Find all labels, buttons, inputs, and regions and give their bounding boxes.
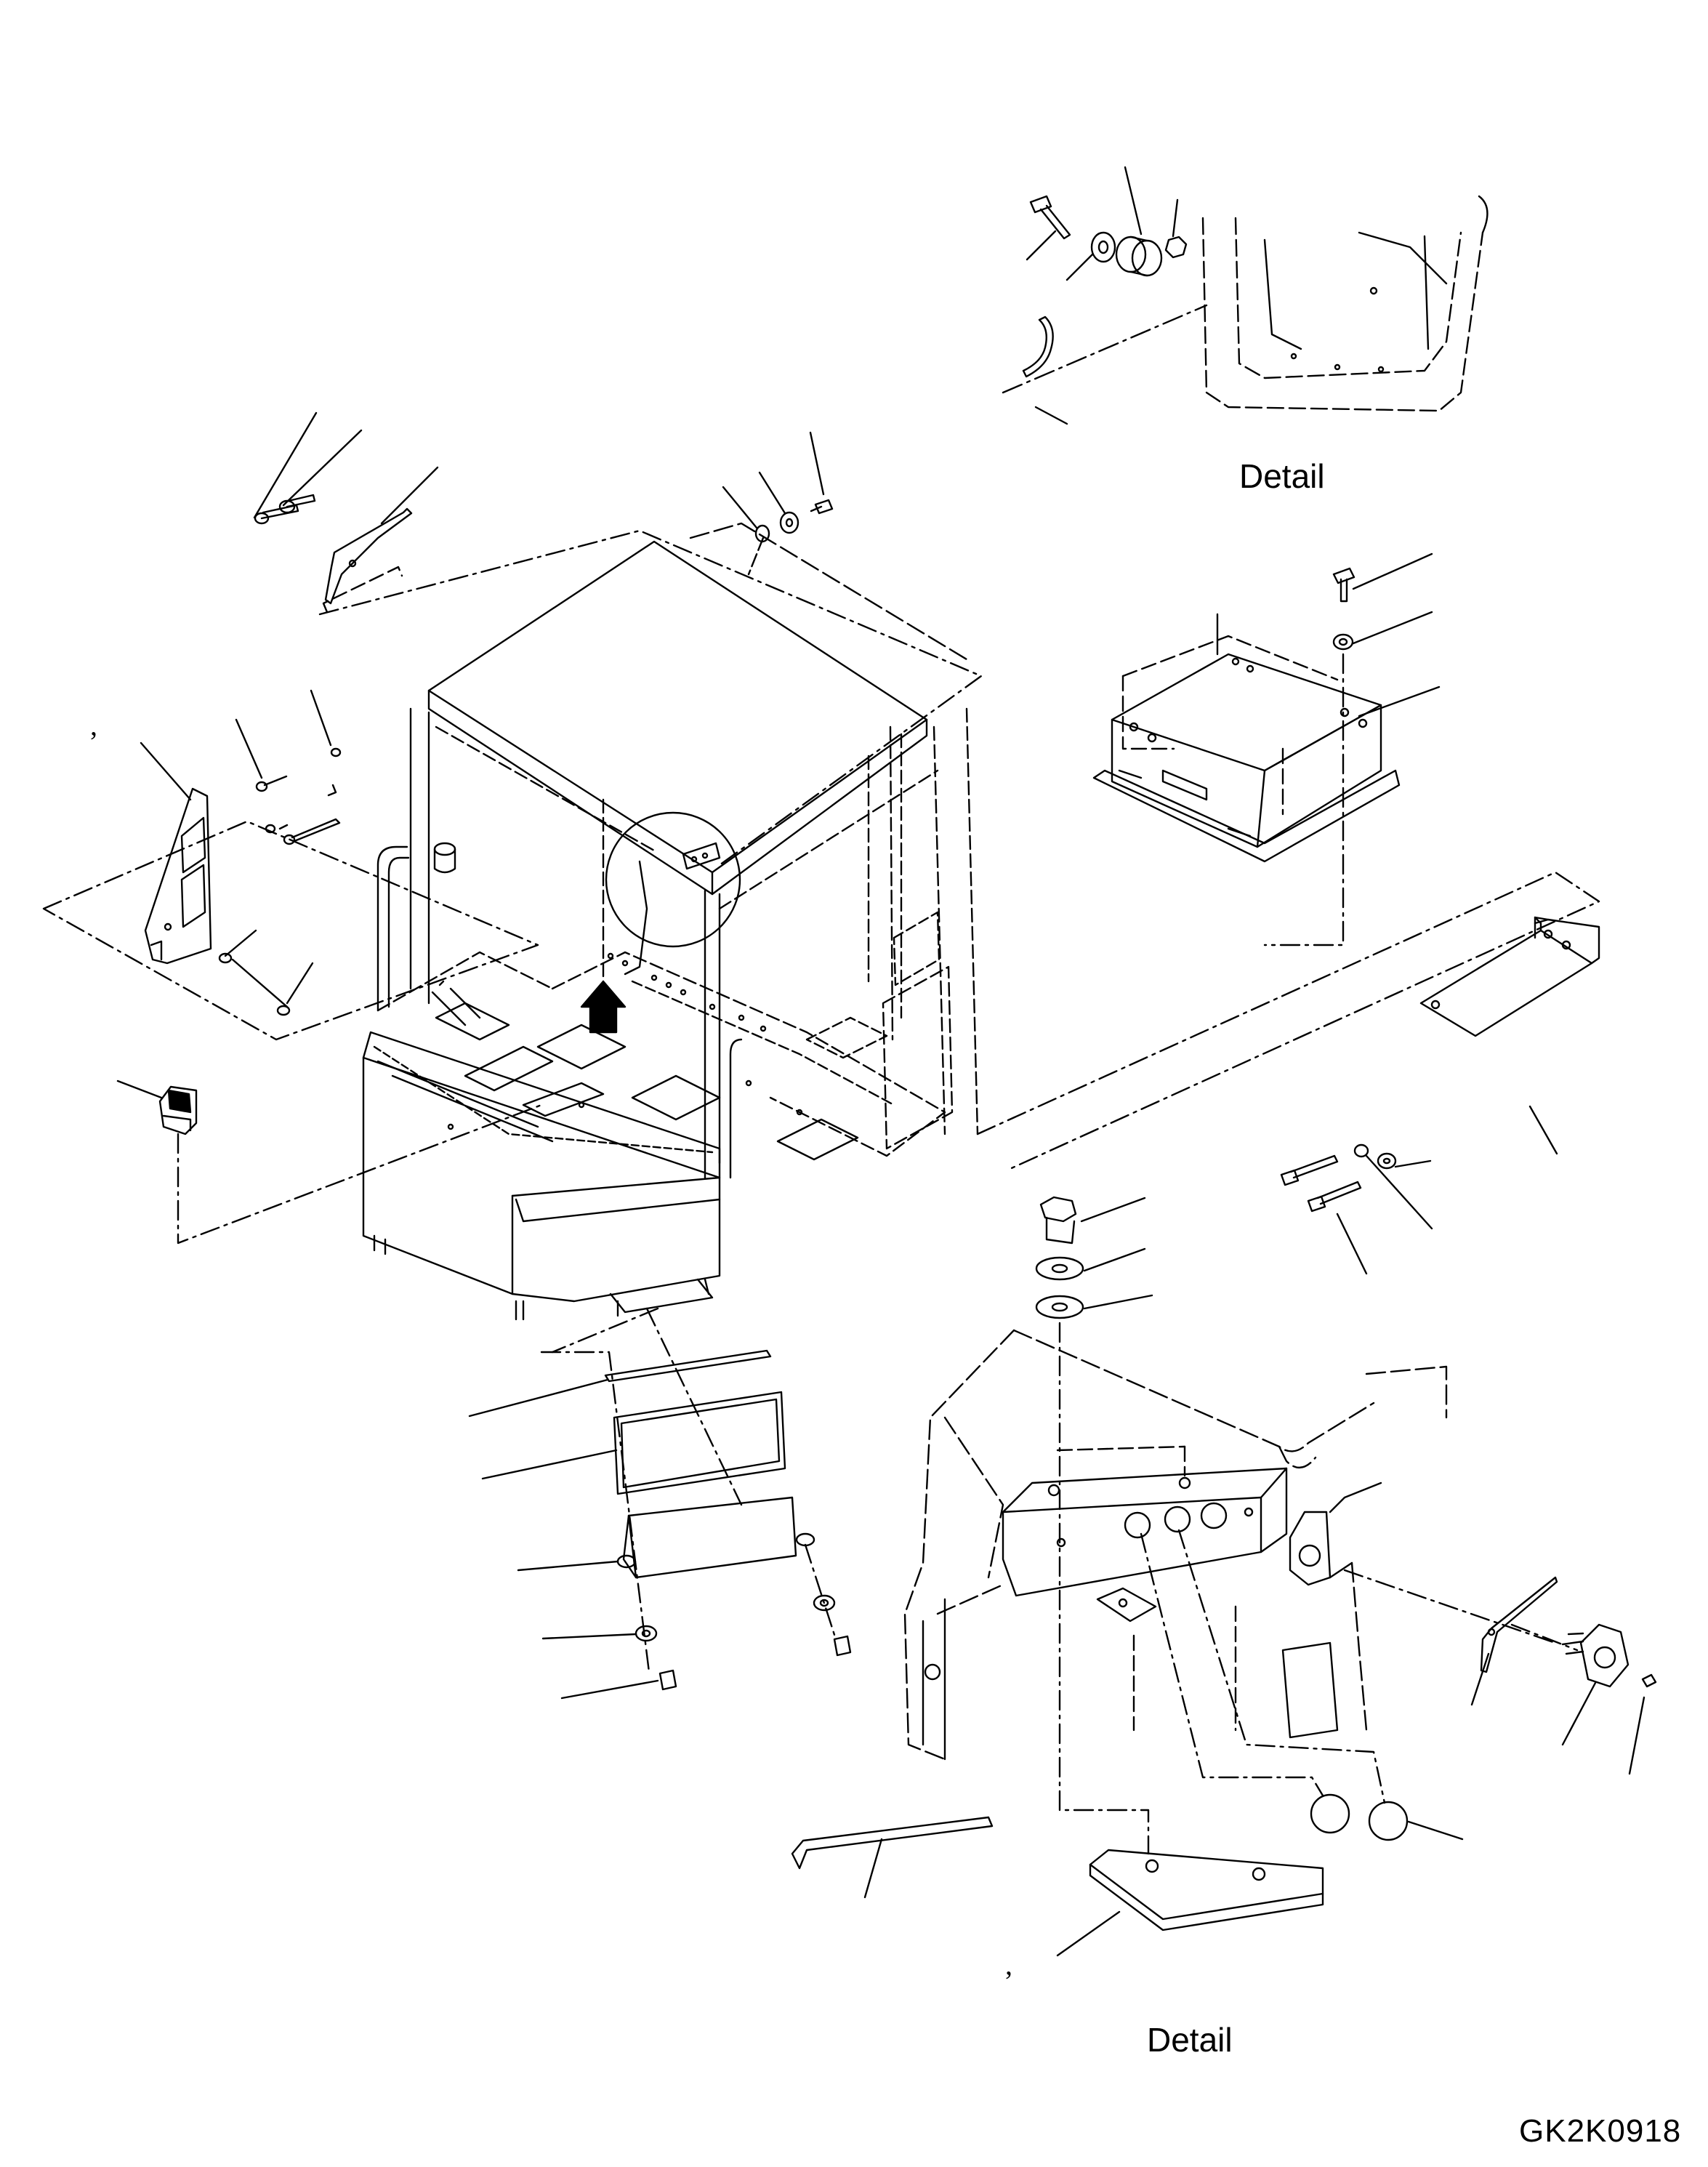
detail-label-top: Detail bbox=[1239, 457, 1325, 495]
lower-cover-group bbox=[468, 1307, 852, 1700]
switch-connector-group bbox=[116, 1080, 543, 1245]
left-side-bracket-group bbox=[42, 689, 539, 1041]
detail-bottom-frame bbox=[791, 1196, 1657, 1957]
cab-frame bbox=[318, 522, 983, 1321]
right-angle-bracket-group bbox=[976, 871, 1600, 1275]
controller-box-group bbox=[1092, 552, 1441, 946]
top-left-bracket-group bbox=[253, 411, 439, 614]
detail-top-mount bbox=[1002, 166, 1489, 425]
detail-label-bottom: Detail bbox=[1147, 2021, 1233, 2059]
reference-tick-bottom: , bbox=[1005, 1948, 1012, 1981]
reference-tick-left: , bbox=[90, 709, 97, 741]
drawing-code: GK2K0918 bbox=[1519, 2113, 1682, 2149]
top-center-fasteners bbox=[722, 431, 834, 576]
direction-arrow bbox=[580, 980, 627, 1034]
